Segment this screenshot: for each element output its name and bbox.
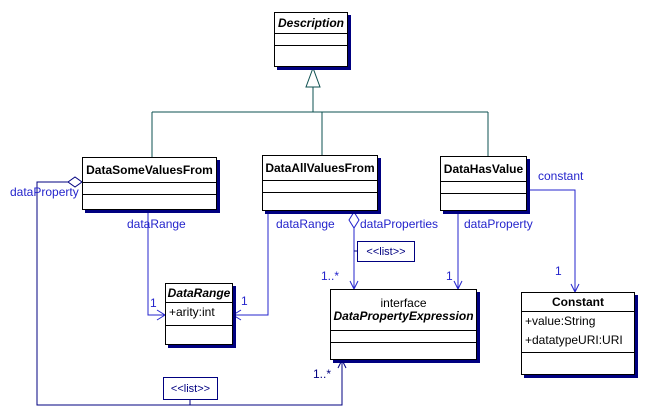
association-dataproperty-right — [453, 211, 463, 291]
operations-compartment — [331, 343, 476, 359]
attributes-compartment — [275, 34, 347, 46]
class-title: DataRange — [166, 284, 232, 303]
multiplicity-dataproperty-left: 1..* — [313, 367, 332, 381]
class-title: DataAllValuesFrom — [263, 156, 377, 181]
operations-compartment — [83, 195, 216, 209]
generalization-triangle-icon — [305, 66, 321, 88]
association-label-dataproperty-right: dataProperty — [464, 217, 533, 231]
multiplicity-datarange-mid: 1 — [241, 294, 248, 308]
multiplicity-constant: 1 — [555, 264, 562, 278]
interface-datapropertyexpression: interface DataPropertyExpression — [330, 289, 477, 360]
attributes-compartment — [83, 183, 216, 195]
list-stereotype-label: <<list>> — [366, 245, 406, 258]
class-description: Description — [274, 12, 348, 67]
class-dataallvaluesfrom: DataAllValuesFrom — [262, 155, 378, 211]
attribute: +arity:int — [169, 305, 215, 319]
aggregation-diamond-icon — [348, 211, 360, 229]
attributes-compartment: +arity:int — [166, 303, 232, 326]
multiplicity-datarange-left: 1 — [150, 296, 157, 310]
association-label-datarange-mid: dataRange — [276, 217, 335, 231]
operations-compartment — [275, 46, 347, 66]
generalization-lines — [151, 87, 489, 157]
multiplicity-dataproperty-right: 1 — [446, 269, 453, 283]
attributes-compartment: +value:String +datatypeURI:URI — [522, 312, 634, 353]
association-label-dataproperty-left: dataProperty — [10, 185, 79, 199]
attributes-compartment — [331, 331, 476, 343]
arrowhead-up-icon — [337, 358, 347, 369]
association-label-dataproperties: dataProperties — [360, 217, 439, 231]
operations-compartment — [441, 194, 526, 210]
attributes-compartment — [441, 182, 526, 194]
attribute: +datatypeURI:URI — [525, 333, 623, 347]
association-label-datarange-left: dataRange — [127, 217, 186, 231]
class-datarange: DataRange +arity:int — [165, 283, 233, 345]
class-datasomevaluesfrom: DataSomeValuesFrom — [82, 157, 217, 210]
operations-compartment — [166, 326, 232, 344]
aggregation-dataproperty-path — [36, 181, 347, 406]
operations-compartment — [522, 353, 634, 374]
interface-keyword: interface — [380, 296, 427, 310]
association-label-constant: constant — [538, 169, 584, 183]
class-title: interface DataPropertyExpression — [331, 290, 476, 331]
interface-name: DataPropertyExpression — [333, 309, 474, 323]
list-stereotype-box: <<list>> — [163, 377, 218, 400]
operations-compartment — [263, 193, 377, 210]
list-stereotype-label: <<list>> — [170, 382, 211, 395]
class-title: DataHasValue — [441, 157, 526, 182]
class-title: Constant — [522, 293, 634, 312]
attribute: +value:String — [525, 314, 596, 328]
class-title: DataSomeValuesFrom — [83, 158, 216, 183]
list-stereotype-box: <<list>> — [357, 241, 415, 262]
class-datahasvalue: DataHasValue — [440, 156, 527, 211]
multiplicity-dataproperties: 1..* — [321, 269, 340, 283]
class-title: Description — [275, 13, 347, 34]
arrowhead-left-icon — [232, 309, 242, 321]
association-datarange-mid — [232, 211, 269, 321]
class-constant: Constant +value:String +datatypeURI:URI — [521, 292, 635, 375]
association-constant — [527, 189, 580, 294]
attributes-compartment — [263, 181, 377, 193]
